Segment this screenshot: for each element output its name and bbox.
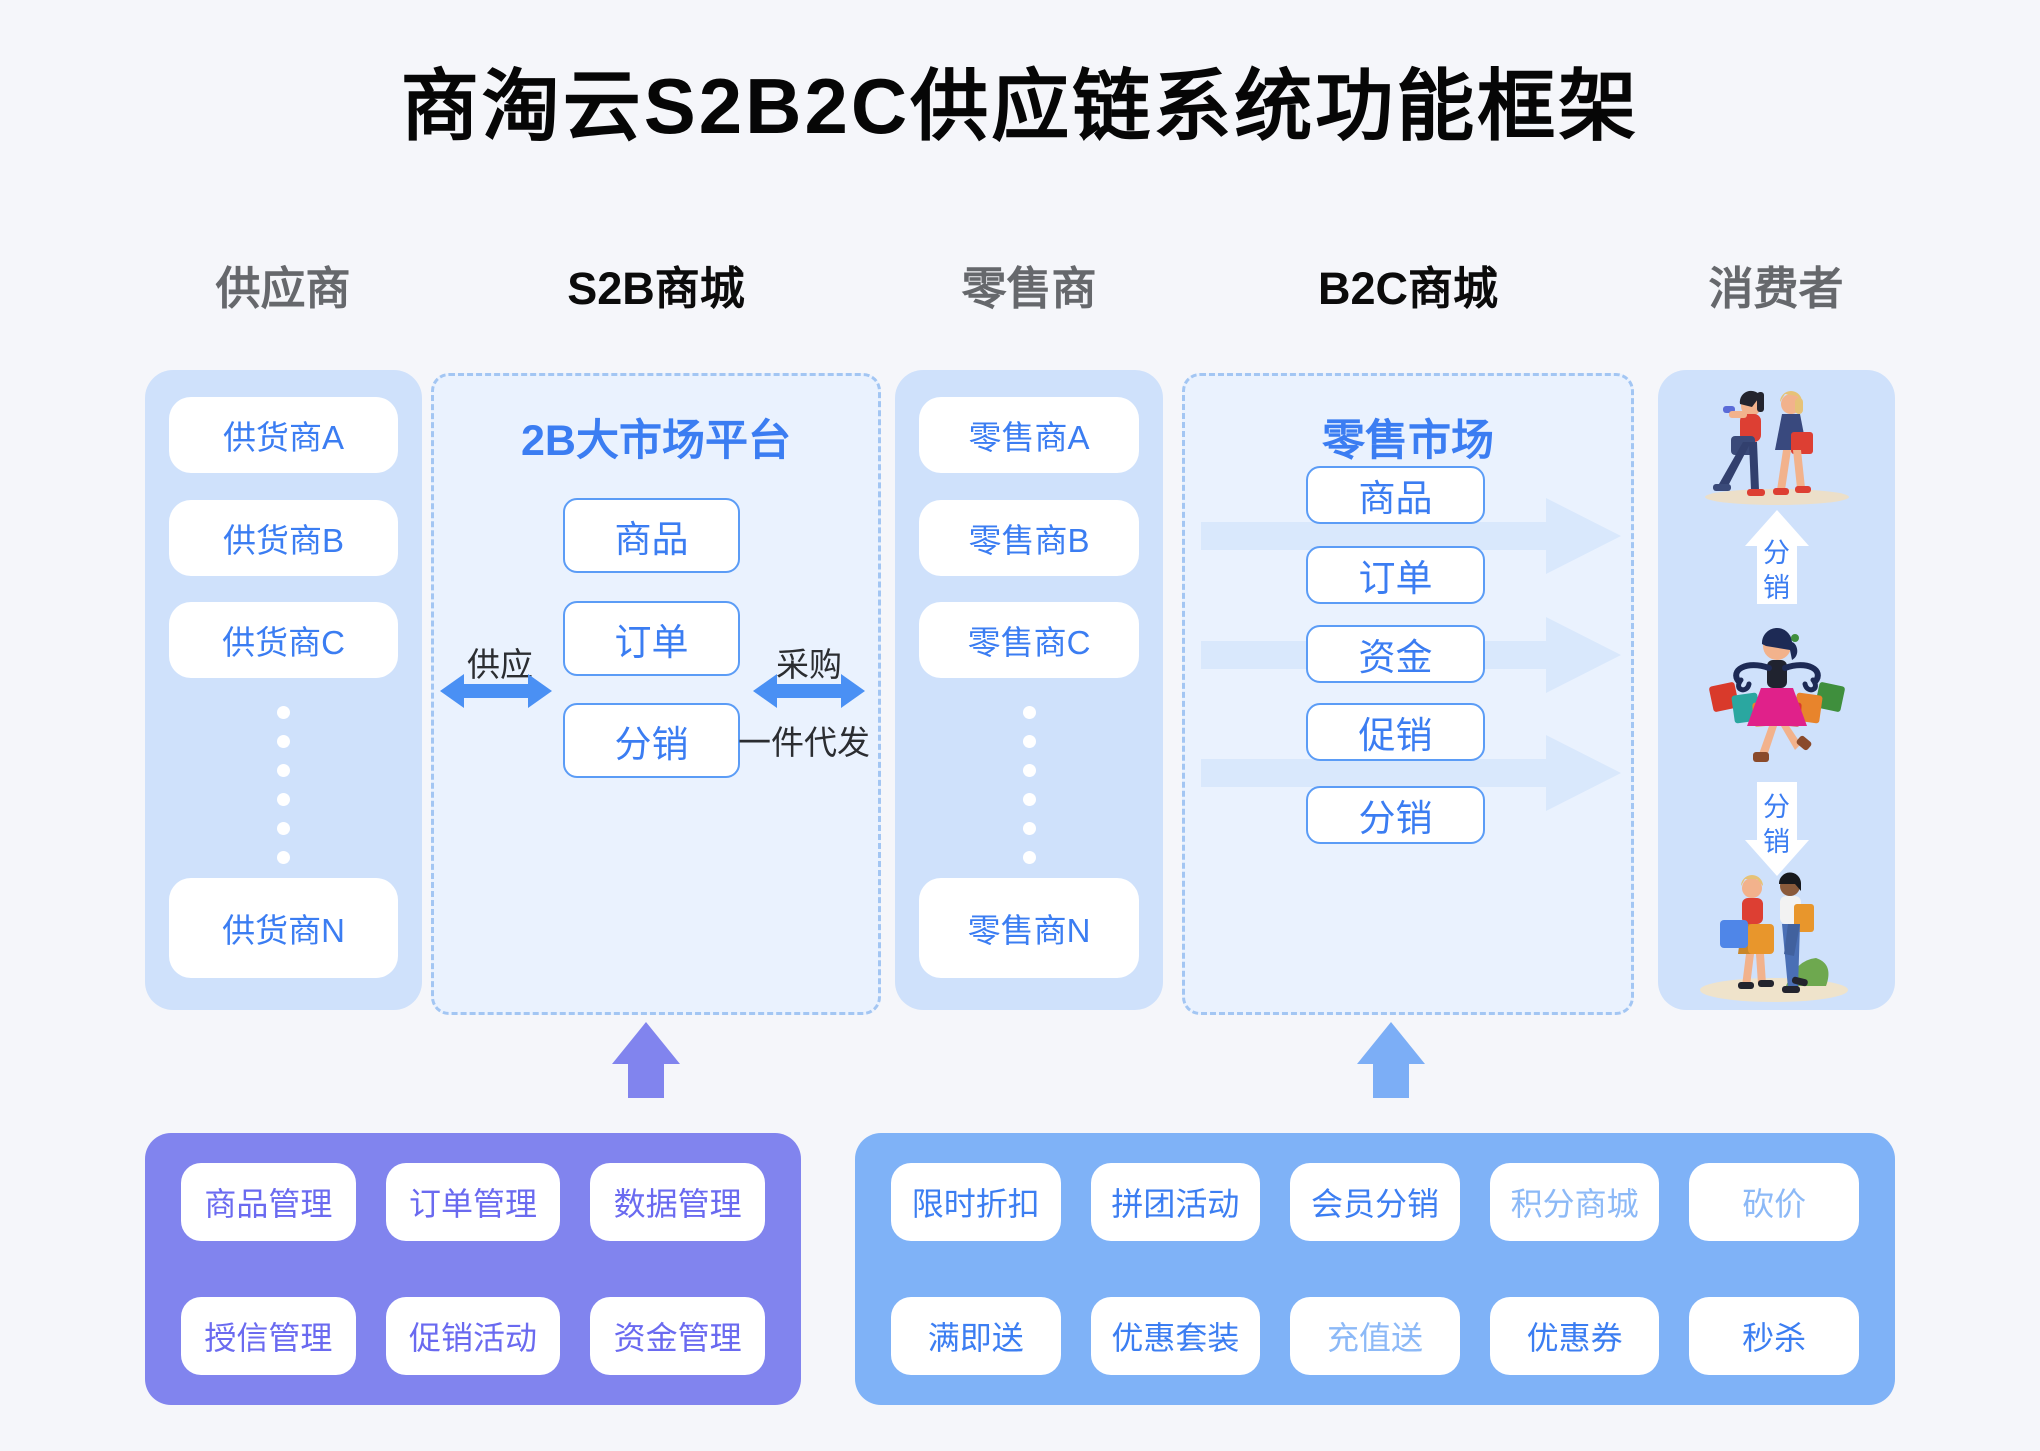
column-header-consumers: 消费者 [1708, 263, 1844, 314]
retail-market-box: 零售市场 商品 订单 资金 促销 分销 [1182, 373, 1634, 1015]
shopper-carrying-bags-icon [1708, 627, 1845, 762]
retailer-pill: 零售商N [919, 878, 1139, 978]
management-pill: 促销活动 [385, 1297, 561, 1375]
ellipsis-dots [145, 706, 422, 864]
promotion-pill: 充值送 [1290, 1297, 1460, 1375]
ellipsis-dot [1022, 851, 1036, 864]
supplier-pill: 供货商N [169, 878, 398, 978]
management-pill: 订单管理 [385, 1163, 561, 1241]
management-pill: 授信管理 [181, 1297, 356, 1375]
management-panel: 商品管理 订单管理 数据管理 授信管理 促销活动 资金管理 [145, 1133, 801, 1405]
supply-double-arrow-icon [440, 674, 552, 708]
promotion-pill: 砍价 [1689, 1163, 1859, 1241]
s2b-market-title: 2B大市场平台 [521, 417, 791, 465]
ellipsis-dot [277, 793, 290, 806]
ellipsis-dot [277, 851, 290, 864]
ellipsis-dot [1022, 764, 1036, 777]
distribution-down-arrow-icon: 分销 [1744, 782, 1809, 876]
module-funds: 资金 [1306, 625, 1485, 683]
management-pill: 商品管理 [181, 1163, 356, 1241]
ellipsis-dot [1022, 735, 1036, 748]
promotion-pill: 优惠券 [1489, 1297, 1660, 1375]
purchase-arrow-label: 采购 [776, 646, 842, 683]
flow-right-arrow-icon [1201, 498, 1621, 574]
supply-arrow-label: 供应 [467, 646, 533, 683]
management-pill: 数据管理 [590, 1163, 766, 1241]
promotion-pill: 会员分销 [1290, 1163, 1460, 1241]
module-goods: 商品 [1306, 466, 1485, 524]
promotion-pill: 优惠套装 [1090, 1297, 1261, 1375]
shoppers-walking-icon [1704, 390, 1849, 505]
retailer-pill: 零售商A [919, 397, 1139, 473]
shoppers-with-bags-icon [1699, 872, 1848, 1002]
ellipsis-dot [1022, 793, 1036, 806]
retail-market-title: 零售市场 [1322, 417, 1494, 465]
s2b-market-box: 2B大市场平台 商品 订单 分销 供应 采购 一件代发 [431, 373, 881, 1015]
ellipsis-dot [277, 822, 290, 835]
column-header-suppliers: 供应商 [215, 263, 351, 314]
promotion-pill: 秒杀 [1689, 1297, 1859, 1375]
ellipsis-dots [895, 706, 1163, 864]
retailer-pill: 零售商B [919, 500, 1139, 576]
flow-right-arrow-icon [1201, 735, 1621, 811]
promotion-pill: 拼团活动 [1090, 1163, 1261, 1241]
column-header-retailers: 零售商 [961, 263, 1097, 314]
page-title: 商淘云S2B2C供应链系统功能框架 [400, 62, 1640, 150]
promotion-pill: 积分商城 [1489, 1163, 1660, 1241]
column-header-s2b-mall: S2B商城 [567, 263, 745, 314]
dropship-arrow-label: 一件代发 [738, 724, 870, 761]
ellipsis-dot [277, 735, 290, 748]
retailers-panel: 零售商A 零售商B 零售商C 零售商N [895, 370, 1163, 1010]
b2c-support-up-arrow-icon [1357, 1022, 1425, 1098]
ellipsis-dot [1022, 706, 1036, 719]
promotion-pill: 限时折扣 [891, 1163, 1061, 1241]
ellipsis-dot [277, 706, 290, 719]
module-promotion: 促销 [1306, 703, 1485, 761]
distribution-up-label: 分销 [1763, 538, 1790, 604]
management-pill: 资金管理 [590, 1297, 766, 1375]
module-orders: 订单 [563, 601, 740, 676]
distribution-down-label: 分销 [1763, 792, 1790, 858]
purchase-double-arrow-icon [753, 674, 865, 708]
supplier-pill: 供货商A [169, 397, 398, 473]
module-distribution: 分销 [563, 703, 740, 778]
ellipsis-dot [277, 764, 290, 777]
module-orders: 订单 [1306, 546, 1485, 604]
consumers-panel: 分销 分销 [1658, 370, 1895, 1010]
promotion-pill: 满即送 [891, 1297, 1061, 1375]
s2b-support-up-arrow-icon [612, 1022, 680, 1098]
column-header-b2c-mall: B2C商城 [1317, 263, 1499, 314]
module-goods: 商品 [563, 498, 740, 573]
promotion-panel: 限时折扣 拼团活动 会员分销 积分商城 砍价 满即送 优惠套装 充值送 优惠券 … [855, 1133, 1895, 1405]
suppliers-panel: 供货商A 供货商B 供货商C 供货商N [145, 370, 422, 1010]
distribution-up-arrow-icon: 分销 [1744, 510, 1809, 604]
module-distribution: 分销 [1306, 786, 1485, 844]
supplier-pill: 供货商B [169, 500, 398, 576]
ellipsis-dot [1022, 822, 1036, 835]
supplier-pill: 供货商C [169, 602, 398, 678]
retailer-pill: 零售商C [919, 602, 1139, 678]
